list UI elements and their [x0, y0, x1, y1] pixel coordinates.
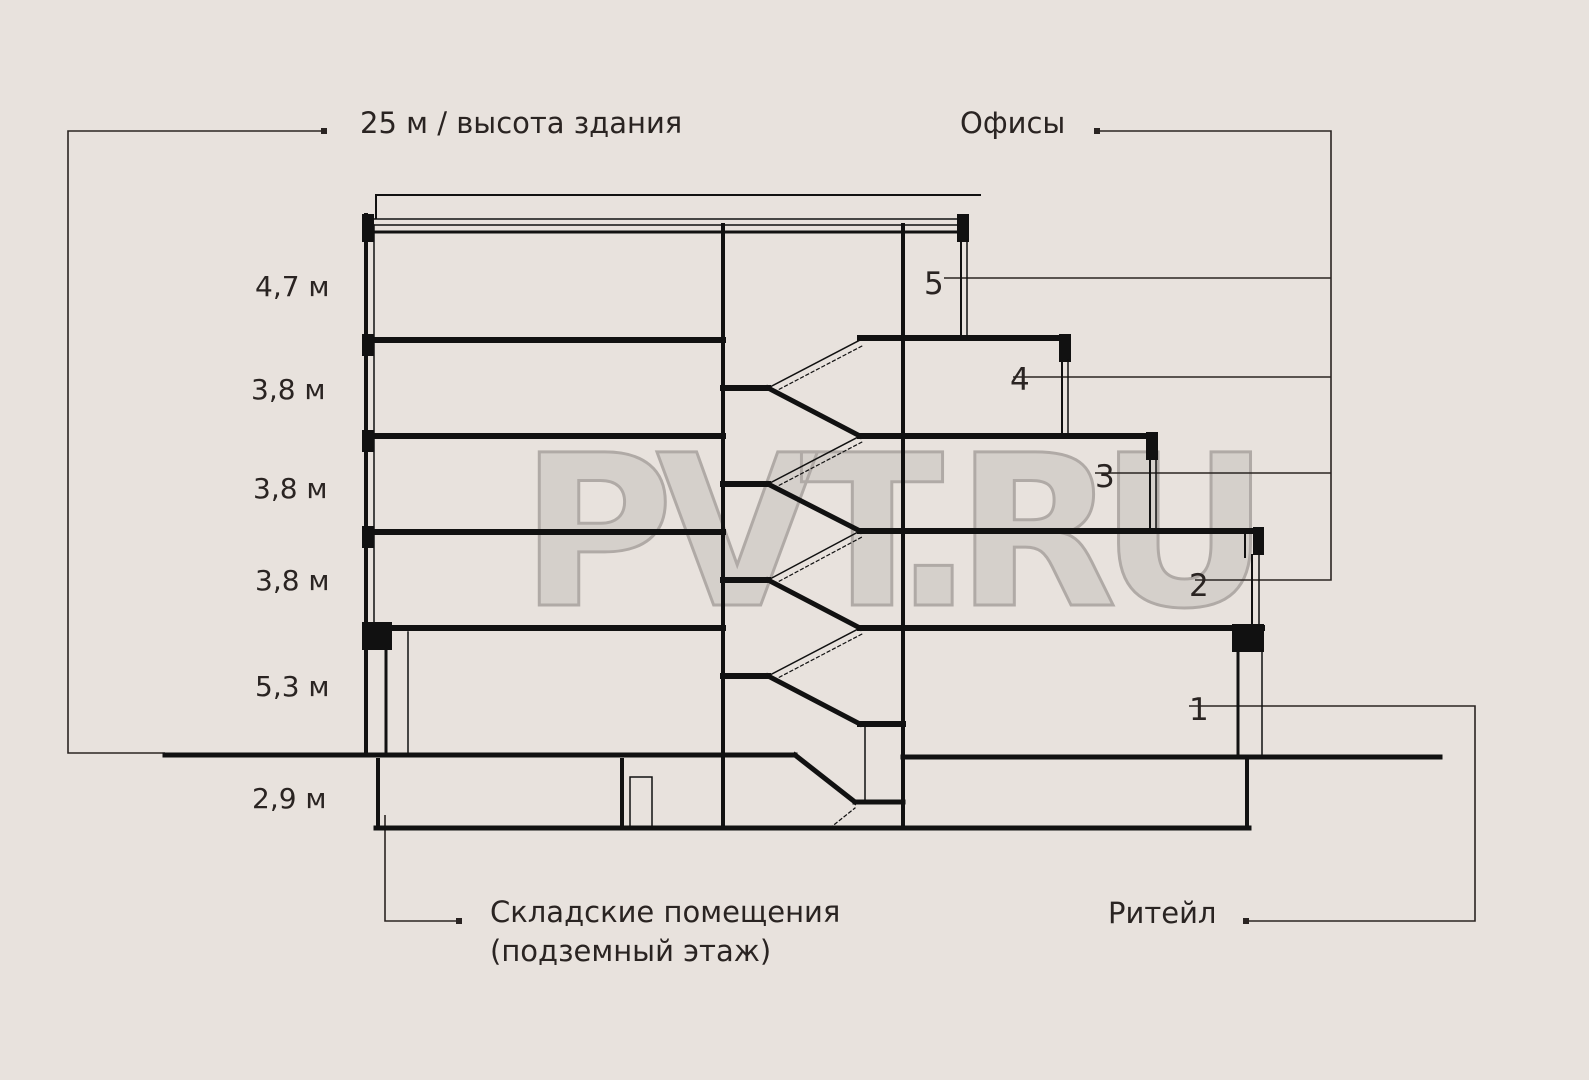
- floor-height-2: 3,8 м: [255, 564, 330, 597]
- storage-label-line2: (подземный этаж): [490, 934, 771, 968]
- floor-height-1: 5,3 м: [255, 670, 330, 703]
- retail-leader: [1189, 705, 1476, 922]
- floor-height-5: 4,7 м: [255, 270, 330, 303]
- floor-height-basement: 2,9 м: [252, 782, 327, 815]
- offices-leader: [1096, 130, 1332, 581]
- floor-numbers: 5 4 3 2 1: [924, 266, 1209, 728]
- floor-number-4: 4: [1010, 362, 1030, 398]
- building-structure: [162, 194, 1443, 831]
- leader-lines: [67, 130, 1476, 922]
- retail-label: Ритейл: [1108, 896, 1216, 930]
- building-height-label: 25 м / высота здания: [360, 106, 682, 140]
- storage-leader: [384, 815, 458, 922]
- floor-number-3: 3: [1095, 459, 1115, 495]
- floor-number-5: 5: [924, 266, 944, 302]
- floor-number-1: 1: [1189, 692, 1209, 728]
- leader-dots: [321, 128, 1249, 924]
- floor-number-2: 2: [1189, 568, 1209, 604]
- storage-label-line1: Складские помещения: [490, 895, 840, 929]
- building-height-leader: [67, 130, 322, 754]
- offices-label: Офисы: [960, 106, 1065, 140]
- floor-height-3: 3,8 м: [253, 472, 328, 505]
- floor-height-labels: 4,7 м 3,8 м 3,8 м 3,8 м 5,3 м 2,9 м: [251, 270, 330, 815]
- floor-height-4: 3,8 м: [251, 373, 326, 406]
